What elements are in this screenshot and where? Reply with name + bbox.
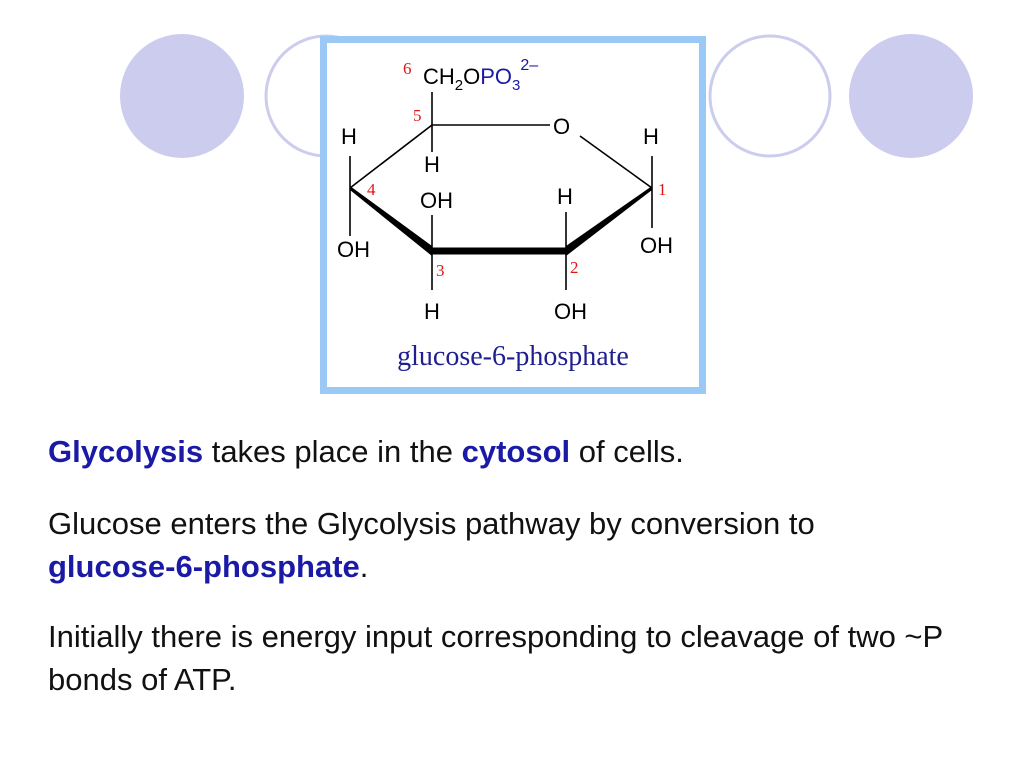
c3-hydroxyl-top-label: OH xyxy=(420,188,453,213)
glucose-6-phosphate-structure: CH2OPO32– O H H OH H H OH OH H OH 6 5 4 … xyxy=(337,57,673,372)
c1-hydrogen-label: H xyxy=(643,124,659,149)
term-glucose-6-phosphate: glucose-6-phosphate xyxy=(48,549,360,584)
decorative-circles xyxy=(120,34,973,158)
paragraph-energy-input: Initially there is energy input correspo… xyxy=(48,619,943,697)
filled-circle-2 xyxy=(849,34,973,158)
carbon-number-3: 3 xyxy=(436,261,445,280)
molecule-figure-frame: CH2OPO32– O H H OH H H OH OH H OH 6 5 4 … xyxy=(320,36,706,394)
outline-circle-2 xyxy=(708,34,832,158)
c2-hydroxyl-label: OH xyxy=(554,299,587,324)
carbon-number-1: 1 xyxy=(658,180,667,199)
p2-start-text: Glucose enters the Glycolysis pathway by… xyxy=(48,506,815,541)
term-cytosol: cytosol xyxy=(461,434,571,469)
term-glycolysis: Glycolysis xyxy=(48,434,204,469)
c3-hydrogen-label: H xyxy=(424,299,440,324)
c4-hydrogen-label: H xyxy=(341,124,357,149)
c4-hydroxyl-label: OH xyxy=(337,237,370,262)
wedge-bond-left xyxy=(350,186,432,256)
c1-hydroxyl-label: OH xyxy=(640,233,673,258)
carbon-number-4: 4 xyxy=(367,180,376,199)
carbon-number-6: 6 xyxy=(403,59,412,78)
wedge-bond-right xyxy=(566,186,652,256)
molecule-caption: glucose-6-phosphate xyxy=(397,341,629,372)
carbon-number-5: 5 xyxy=(413,106,422,125)
p2-end-text: . xyxy=(359,549,369,584)
paragraph-glycolysis-location: Glycolysis takes place in the cytosol of… xyxy=(48,430,948,473)
filled-circle-1 xyxy=(120,34,244,158)
c5-hydrogen-label: H xyxy=(424,152,440,177)
p1-end-text: of cells. xyxy=(570,434,684,469)
ring-oxygen-label: O xyxy=(553,114,570,139)
p1-middle-text: takes place in the xyxy=(203,434,462,469)
ch2opo3-group: CH2OPO32– xyxy=(423,57,538,94)
c2-hydrogen-top-label: H xyxy=(557,184,573,209)
paragraph-glucose-conversion: Glucose enters the Glycolysis pathway by… xyxy=(48,502,948,588)
carbon-number-2: 2 xyxy=(570,258,579,277)
ring-bonds xyxy=(349,92,653,290)
